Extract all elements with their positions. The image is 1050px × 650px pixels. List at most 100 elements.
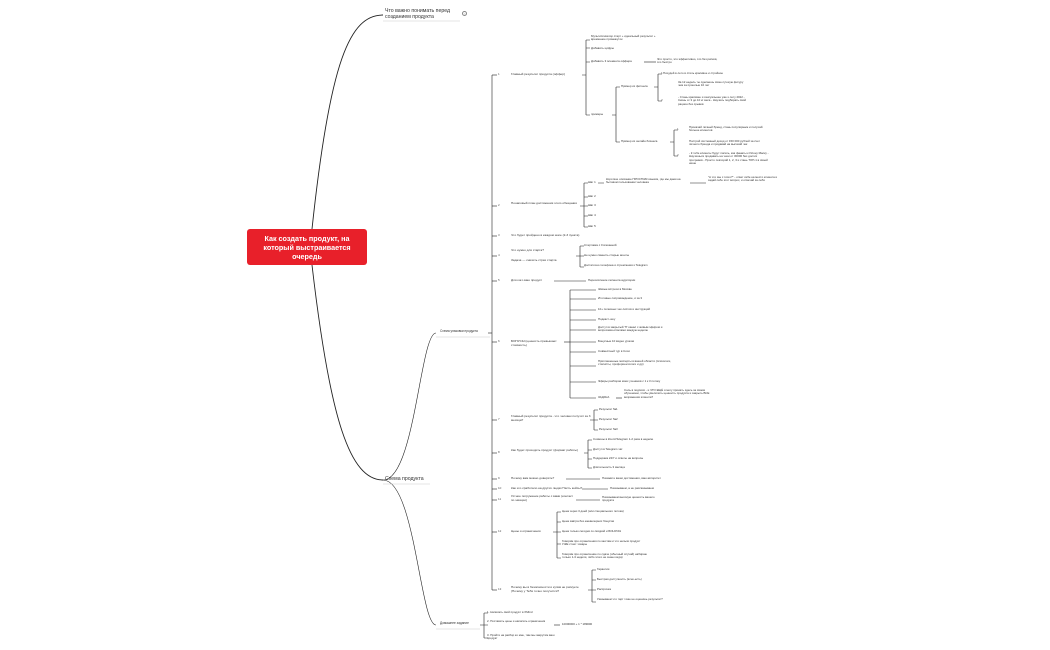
offer-detail[interactable]: Мультипликатор старт + идеальный результ… — [591, 34, 656, 42]
item-number: 8 — [498, 450, 500, 454]
plan-step[interactable]: Шаг 5 — [588, 224, 596, 228]
root-topic[interactable]: Как создать продукт, на который выстраив… — [247, 229, 367, 265]
safety-item[interactable]: Гарантии — [597, 567, 610, 571]
item-start-needs[interactable]: Что нужно для старта? — [511, 248, 544, 252]
start-need[interactable]: Стартовка с 0 вложений — [584, 243, 617, 247]
plan-step[interactable]: Шаг 2 — [588, 194, 596, 198]
offer-examples[interactable]: примеры — [591, 112, 604, 116]
item-prices[interactable]: Цены и ограничения — [511, 529, 541, 533]
bonus-item[interactable]: Приглашенные эксперты в вашей области (п… — [598, 359, 672, 367]
price-item[interactable]: Цена только сегодня со скидкой и БОНУСЫ — [562, 529, 622, 533]
offer-detail[interactable]: Добавить 3 элемента оффера — [591, 59, 632, 63]
bonus-item[interactable]: Бонусные 10 видео уроков — [598, 339, 634, 343]
homework-item[interactable]: 2. Поставить цены и написать ограничения — [487, 619, 546, 623]
item-number: 7 — [498, 417, 500, 421]
start-need[interactable]: Не нужно сменить старые агенты — [584, 253, 630, 257]
item-main-result[interactable]: Главный результат продукта - что человек… — [511, 414, 591, 422]
result-item[interactable]: Результат №2 — [599, 417, 618, 421]
example-detail[interactable]: - К тебе клиенты будут писать, как фанат… — [689, 151, 769, 166]
emotion-detail[interactable]: Показываем высокую ценность вашего проду… — [602, 495, 655, 503]
plan-step[interactable]: Шаг 4 — [588, 213, 596, 217]
bonus-item[interactable]: Эфиры разборов моих учеников с 1 к 3 пот… — [598, 379, 661, 383]
item-number: 6 — [498, 339, 500, 343]
item-number: 12 — [498, 529, 502, 533]
step-description[interactable]: Короткое описание ПРОСТЫМ языком, где мы… — [606, 177, 681, 185]
example-business[interactable]: Пример из онлайн бизнеса — [621, 139, 658, 143]
item-audience[interactable]: Для кого ваш продукт — [511, 278, 543, 282]
branch-prerequisites[interactable]: Что важно понимать перед созданием проду… — [385, 8, 451, 21]
plan-step[interactable]: Шаг 3 — [588, 203, 596, 207]
item-trust[interactable]: Почему вам можно доверять? — [511, 476, 555, 480]
item-plan[interactable]: Пошаговый план достижения этого обещания — [511, 201, 577, 205]
step-example[interactable]: "А что мы с этого?" - ответ себе на мест… — [708, 175, 778, 183]
price-item[interactable]: Цена через 3 дней (или специального пото… — [562, 509, 624, 513]
price-item[interactable]: Говорим про ограничения по местам и что … — [562, 539, 641, 547]
section-packaging[interactable]: Схема упаковки продукта — [440, 329, 478, 333]
item-format[interactable]: Как будет проходить продукт (формат рабо… — [511, 448, 578, 452]
audience-detail[interactable]: Перечисление сегмента аудитории — [588, 278, 636, 282]
item-number: 10 — [498, 486, 502, 490]
bonus-item[interactable]: Итоговые сопровождение, и за 3 — [598, 296, 642, 300]
cases-detail[interactable]: Показываем, а не рассказываем — [610, 486, 654, 490]
item-emotion[interactable]: Устное погружение работы с вами (контакт… — [511, 494, 573, 502]
format-item[interactable]: Длительность 3 месяца — [593, 465, 625, 469]
sub-number: 2 — [661, 98, 663, 102]
item-start-task[interactable]: Задача — снизить страх старта — [511, 258, 557, 262]
example-detail[interactable]: За 12 недель ты сделаешь свою лучшую фиг… — [678, 80, 744, 88]
example-detail[interactable]: Похудей в лето в стиль красивое и стройн… — [663, 71, 724, 75]
price-item[interactable]: Говорим про ограничение по сдаче (обычны… — [562, 552, 647, 560]
item-number: 13 — [498, 587, 502, 591]
safety-item[interactable]: Быстрая доступность (ясно-есть) — [597, 577, 642, 581]
item-number: 9 — [498, 476, 500, 480]
bonus-item[interactable]: Совместный тур в Сочи — [598, 349, 630, 353]
bonus-item[interactable]: Живые встречи в Москве — [598, 287, 632, 291]
example-fitness[interactable]: Пример из фитнеса — [621, 84, 648, 88]
item-number: 3 — [498, 233, 500, 237]
example-detail[interactable]: Прокачай личный бренд, стань популярным … — [689, 125, 763, 133]
edge-schema-homework — [382, 479, 437, 626]
start-need[interactable]: Достаточно телефона и стремления к Teleg… — [584, 263, 648, 267]
format-item[interactable]: Созвоны в Zoom/Telegram 1-2 раза в недел… — [593, 437, 654, 441]
plan-step[interactable]: Шаг 1 — [588, 180, 596, 184]
edge-root-prereq — [311, 14, 384, 230]
branch-product-scheme[interactable]: Схема продукта — [385, 476, 424, 482]
offer-detail[interactable]: Добавить цифры — [591, 46, 614, 50]
item-number: 2 — [498, 203, 500, 207]
item-bonuses[interactable]: БОНУСЫ (ценность превышает стоимость) — [511, 339, 557, 347]
item-cases[interactable]: Как это сработало на других людях? Есть … — [511, 486, 583, 490]
sub-number: 1 — [677, 127, 679, 131]
safety-item[interactable]: Указываем что тарт тоже не оценишь резул… — [597, 597, 663, 601]
format-item[interactable]: Доступ в Telegram чат — [593, 447, 623, 451]
homework-item[interactable]: 3. Пройти на разбор ко мне, там мы закру… — [487, 633, 555, 641]
offer-detail[interactable]: Это просто, это эффективно, это без риск… — [657, 57, 718, 65]
result-item[interactable]: Результат №3 — [599, 427, 618, 431]
example-detail[interactable]: - Стань красивее и сексуальнее уже к лет… — [678, 95, 746, 106]
item-number: 4 — [498, 253, 500, 257]
bonus-item[interactable]: 10+ полезных чек листов и инструкций — [598, 307, 651, 311]
section-homework[interactable]: Домашнее задание — [440, 621, 469, 625]
item-number: 5 — [498, 278, 500, 282]
sub-number: 2 — [677, 153, 679, 157]
item-steps-content[interactable]: Что будет пройдено в каждом шаге (2-3 пу… — [511, 233, 580, 237]
bonus-item[interactable]: Доступ в закрытый TГ канал с живым эфиро… — [598, 325, 663, 333]
format-item[interactable]: Поддержка 24/7 и ответы на вопросы — [593, 456, 644, 460]
collapse-toggle-icon[interactable]: ○ — [462, 11, 467, 16]
item-number: 1 — [498, 72, 500, 76]
item-number: 11 — [498, 497, 502, 501]
homework-item[interactable]: 1. Написать свой продукт в XMind — [487, 610, 533, 614]
sub-number: 1 — [661, 71, 663, 75]
edge-root-schema — [311, 264, 384, 481]
bonus-item[interactable]: Подкаст-шоу — [598, 317, 616, 321]
trust-detail[interactable]: Покажите ваши достижения, ваш авторитет — [602, 476, 661, 480]
homework-formula[interactable]: 10000000 + 1 * 189000 — [562, 622, 593, 626]
item-offer[interactable]: Главный результат продукта (оффер) — [511, 72, 565, 76]
bonus-task-detail[interactable]: Соль в подписи - и ЧТО ЕЩЁ я могу принят… — [624, 388, 710, 399]
example-detail[interactable]: Построй системный доход от 150 000 рубле… — [689, 139, 760, 147]
item-safety[interactable]: Почему вы в безопасности и купив не риск… — [511, 585, 579, 593]
safety-item[interactable]: Рассрочка — [597, 587, 611, 591]
edge-schema-pack — [382, 332, 437, 481]
bonus-task[interactable]: ЗАДАЧА — [598, 395, 610, 399]
price-item[interactable]: Цена завтра без ежевечерних бонусов — [562, 519, 615, 523]
result-item[interactable]: Результат №1 — [599, 407, 618, 411]
